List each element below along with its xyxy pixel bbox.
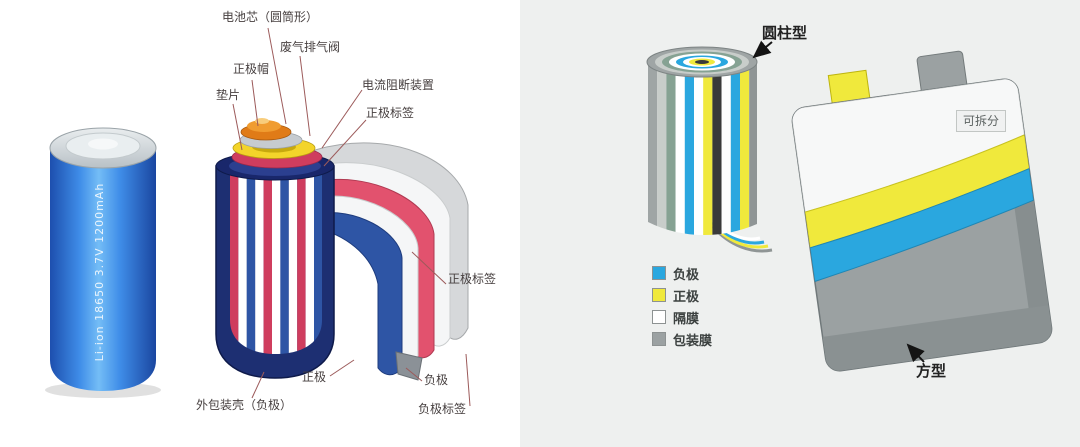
unrolled-electrode-sheets (314, 142, 469, 381)
packaging-color-swatch (652, 332, 666, 346)
label-anode-tab: 负极标签 (418, 402, 467, 416)
prismatic-cell (790, 50, 1054, 373)
legend-label: 隔膜 (673, 310, 700, 326)
label-gasket: 垫片 (216, 88, 241, 102)
legend-item-anode: 负极 (652, 262, 712, 284)
separator-color-swatch (652, 310, 666, 324)
label-vent: 废气排气阀 (280, 40, 341, 54)
pouch-anode-layer (809, 167, 1035, 283)
label-cathode: 正极 (302, 370, 327, 384)
label-case: 外包装壳（负极） (196, 398, 293, 412)
anode-tab-piece (395, 351, 423, 381)
legend-item-separator: 隔膜 (652, 306, 712, 328)
jelly-roll (646, 46, 773, 253)
label-prismatic-type: 方型 (916, 363, 947, 380)
roll-top-spiral (646, 46, 758, 78)
battery-can (215, 151, 335, 379)
legend-label: 包装膜 (673, 332, 713, 348)
cathode-color-swatch (652, 288, 666, 302)
label-anode: 负极 (424, 373, 449, 387)
label-cell-core: 电池芯（圆筒形） (222, 10, 319, 24)
prismatic-arrow (906, 343, 925, 363)
legend-item-packaging: 包装膜 (652, 328, 712, 350)
legend-label: 负极 (673, 266, 700, 282)
battery-print-text: Li-ion 18650 3.7V 1200mAh (93, 183, 106, 362)
label-cathode-tab-top: 正极标签 (366, 106, 415, 120)
annotation-arrows (752, 40, 925, 363)
cylindrical-battery-art: Li-ion 18650 3.7V 1200mAh (45, 27, 471, 407)
label-cylindrical-type: 圆柱型 (762, 25, 808, 42)
legend-item-cathode: 正极 (652, 284, 712, 306)
cap-assembly (231, 118, 323, 169)
cell-types-art (646, 40, 1054, 373)
label-detachable: 可拆分 (956, 110, 1007, 132)
anode-color-swatch (652, 266, 666, 280)
label-cathode-cap: 正极帽 (233, 62, 270, 76)
legend-label: 正极 (673, 288, 700, 304)
cylindrical-arrow (752, 40, 773, 59)
label-current-interrupt: 电流阻断装置 (362, 78, 435, 92)
anode-sheet (314, 212, 403, 376)
battery-photo: Li-ion 18650 3.7V 1200mAh (45, 127, 161, 398)
label-connector-lines (232, 27, 471, 407)
roll-stripes (648, 62, 757, 236)
wound-layer-stripes (230, 172, 322, 354)
layer-legend: 负极 正极 隔膜 包装膜 (652, 262, 712, 350)
label-cathode-tab-side: 正极标签 (448, 272, 497, 286)
